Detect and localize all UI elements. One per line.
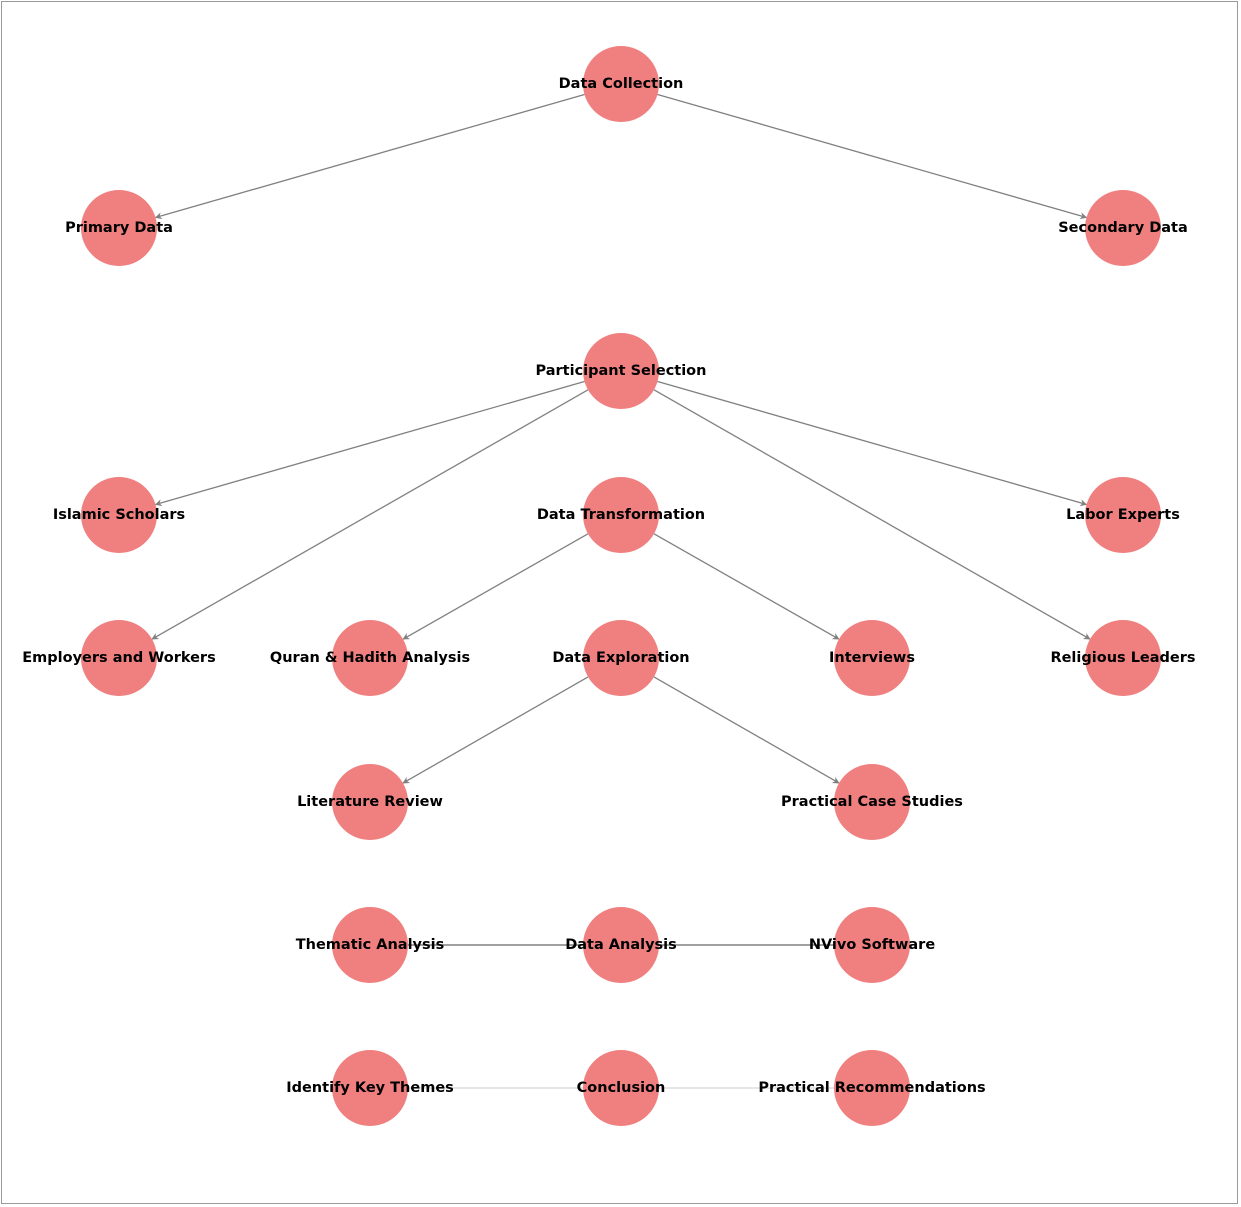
node-circle bbox=[834, 764, 910, 840]
edge-participant-selection-to-employers-and-workers bbox=[151, 389, 589, 640]
node-label: Data Exploration bbox=[552, 650, 689, 666]
node-employers-and-workers: Employers and Workers bbox=[22, 620, 216, 696]
node-secondary-data: Secondary Data bbox=[1058, 190, 1188, 266]
node-circle bbox=[583, 46, 659, 122]
node-circle bbox=[1085, 477, 1161, 553]
node-label: Thematic Analysis bbox=[296, 937, 444, 953]
node-label: Islamic Scholars bbox=[53, 507, 185, 523]
node-label: Practical Recommendations bbox=[758, 1080, 985, 1096]
node-label: Data Transformation bbox=[537, 507, 705, 523]
edge-data-exploration-to-practical-case-studies bbox=[653, 676, 840, 784]
node-data-transformation: Data Transformation bbox=[537, 477, 705, 553]
node-practical-case-studies: Practical Case Studies bbox=[781, 764, 963, 840]
node-data-collection: Data Collection bbox=[559, 46, 684, 122]
node-label: Data Collection bbox=[559, 76, 684, 92]
node-label: Religious Leaders bbox=[1050, 650, 1195, 666]
node-circle bbox=[81, 190, 157, 266]
node-circle bbox=[834, 620, 910, 696]
node-circle bbox=[81, 477, 157, 553]
edge-data-exploration-to-literature-review bbox=[402, 676, 589, 784]
node-label: Secondary Data bbox=[1058, 220, 1188, 236]
edge-data-collection-to-primary-data bbox=[154, 93, 585, 220]
node-primary-data: Primary Data bbox=[65, 190, 173, 266]
node-literature-review: Literature Review bbox=[297, 764, 443, 840]
node-conclusion: Conclusion bbox=[577, 1050, 666, 1126]
node-label: Participant Selection bbox=[536, 363, 707, 379]
node-quran-hadith-analysis: Quran & Hadith Analysis bbox=[270, 620, 470, 696]
node-circle bbox=[332, 620, 408, 696]
node-label: NVivo Software bbox=[809, 937, 936, 953]
node-label: Primary Data bbox=[65, 220, 173, 236]
node-circle bbox=[583, 333, 659, 409]
node-circle bbox=[332, 907, 408, 983]
node-label: Employers and Workers bbox=[22, 650, 215, 666]
node-thematic-analysis: Thematic Analysis bbox=[296, 907, 444, 983]
node-nvivo-software: NVivo Software bbox=[809, 907, 936, 983]
node-circle bbox=[583, 907, 659, 983]
node-circle bbox=[583, 477, 659, 553]
node-label: Labor Experts bbox=[1066, 507, 1180, 523]
node-circle bbox=[583, 1050, 659, 1126]
node-circle bbox=[583, 620, 659, 696]
node-participant-selection: Participant Selection bbox=[536, 333, 707, 409]
node-label: Identify Key Themes bbox=[286, 1080, 454, 1096]
node-label: Data Analysis bbox=[565, 937, 677, 953]
node-identify-key-themes: Identify Key Themes bbox=[286, 1050, 454, 1126]
node-circle bbox=[834, 907, 910, 983]
edge-participant-selection-to-religious-leaders bbox=[653, 389, 1091, 640]
node-interviews: Interviews bbox=[829, 620, 915, 696]
node-practical-recommendations: Practical Recommendations bbox=[758, 1050, 986, 1126]
edge-data-transformation-to-quran-hadith-analysis bbox=[402, 533, 589, 640]
node-data-exploration: Data Exploration bbox=[552, 620, 690, 696]
edge-participant-selection-to-islamic-scholars bbox=[154, 380, 585, 507]
node-labor-experts: Labor Experts bbox=[1066, 477, 1180, 553]
node-islamic-scholars: Islamic Scholars bbox=[53, 477, 185, 553]
edge-data-transformation-to-interviews bbox=[653, 533, 840, 640]
node-circle bbox=[332, 764, 408, 840]
node-circle bbox=[1085, 620, 1161, 696]
node-label: Interviews bbox=[829, 650, 915, 666]
node-label: Practical Case Studies bbox=[781, 794, 963, 810]
node-circle bbox=[1085, 190, 1161, 266]
node-circle bbox=[332, 1050, 408, 1126]
node-label: Quran & Hadith Analysis bbox=[270, 650, 470, 666]
edge-participant-selection-to-labor-experts bbox=[657, 380, 1088, 507]
node-circle bbox=[81, 620, 157, 696]
node-label: Literature Review bbox=[297, 794, 443, 810]
edge-data-collection-to-secondary-data bbox=[657, 93, 1088, 220]
node-circle bbox=[834, 1050, 910, 1126]
node-label: Conclusion bbox=[577, 1080, 666, 1096]
node-religious-leaders: Religious Leaders bbox=[1050, 620, 1196, 696]
edges-layer bbox=[151, 93, 1091, 1089]
node-data-analysis: Data Analysis bbox=[565, 907, 677, 983]
